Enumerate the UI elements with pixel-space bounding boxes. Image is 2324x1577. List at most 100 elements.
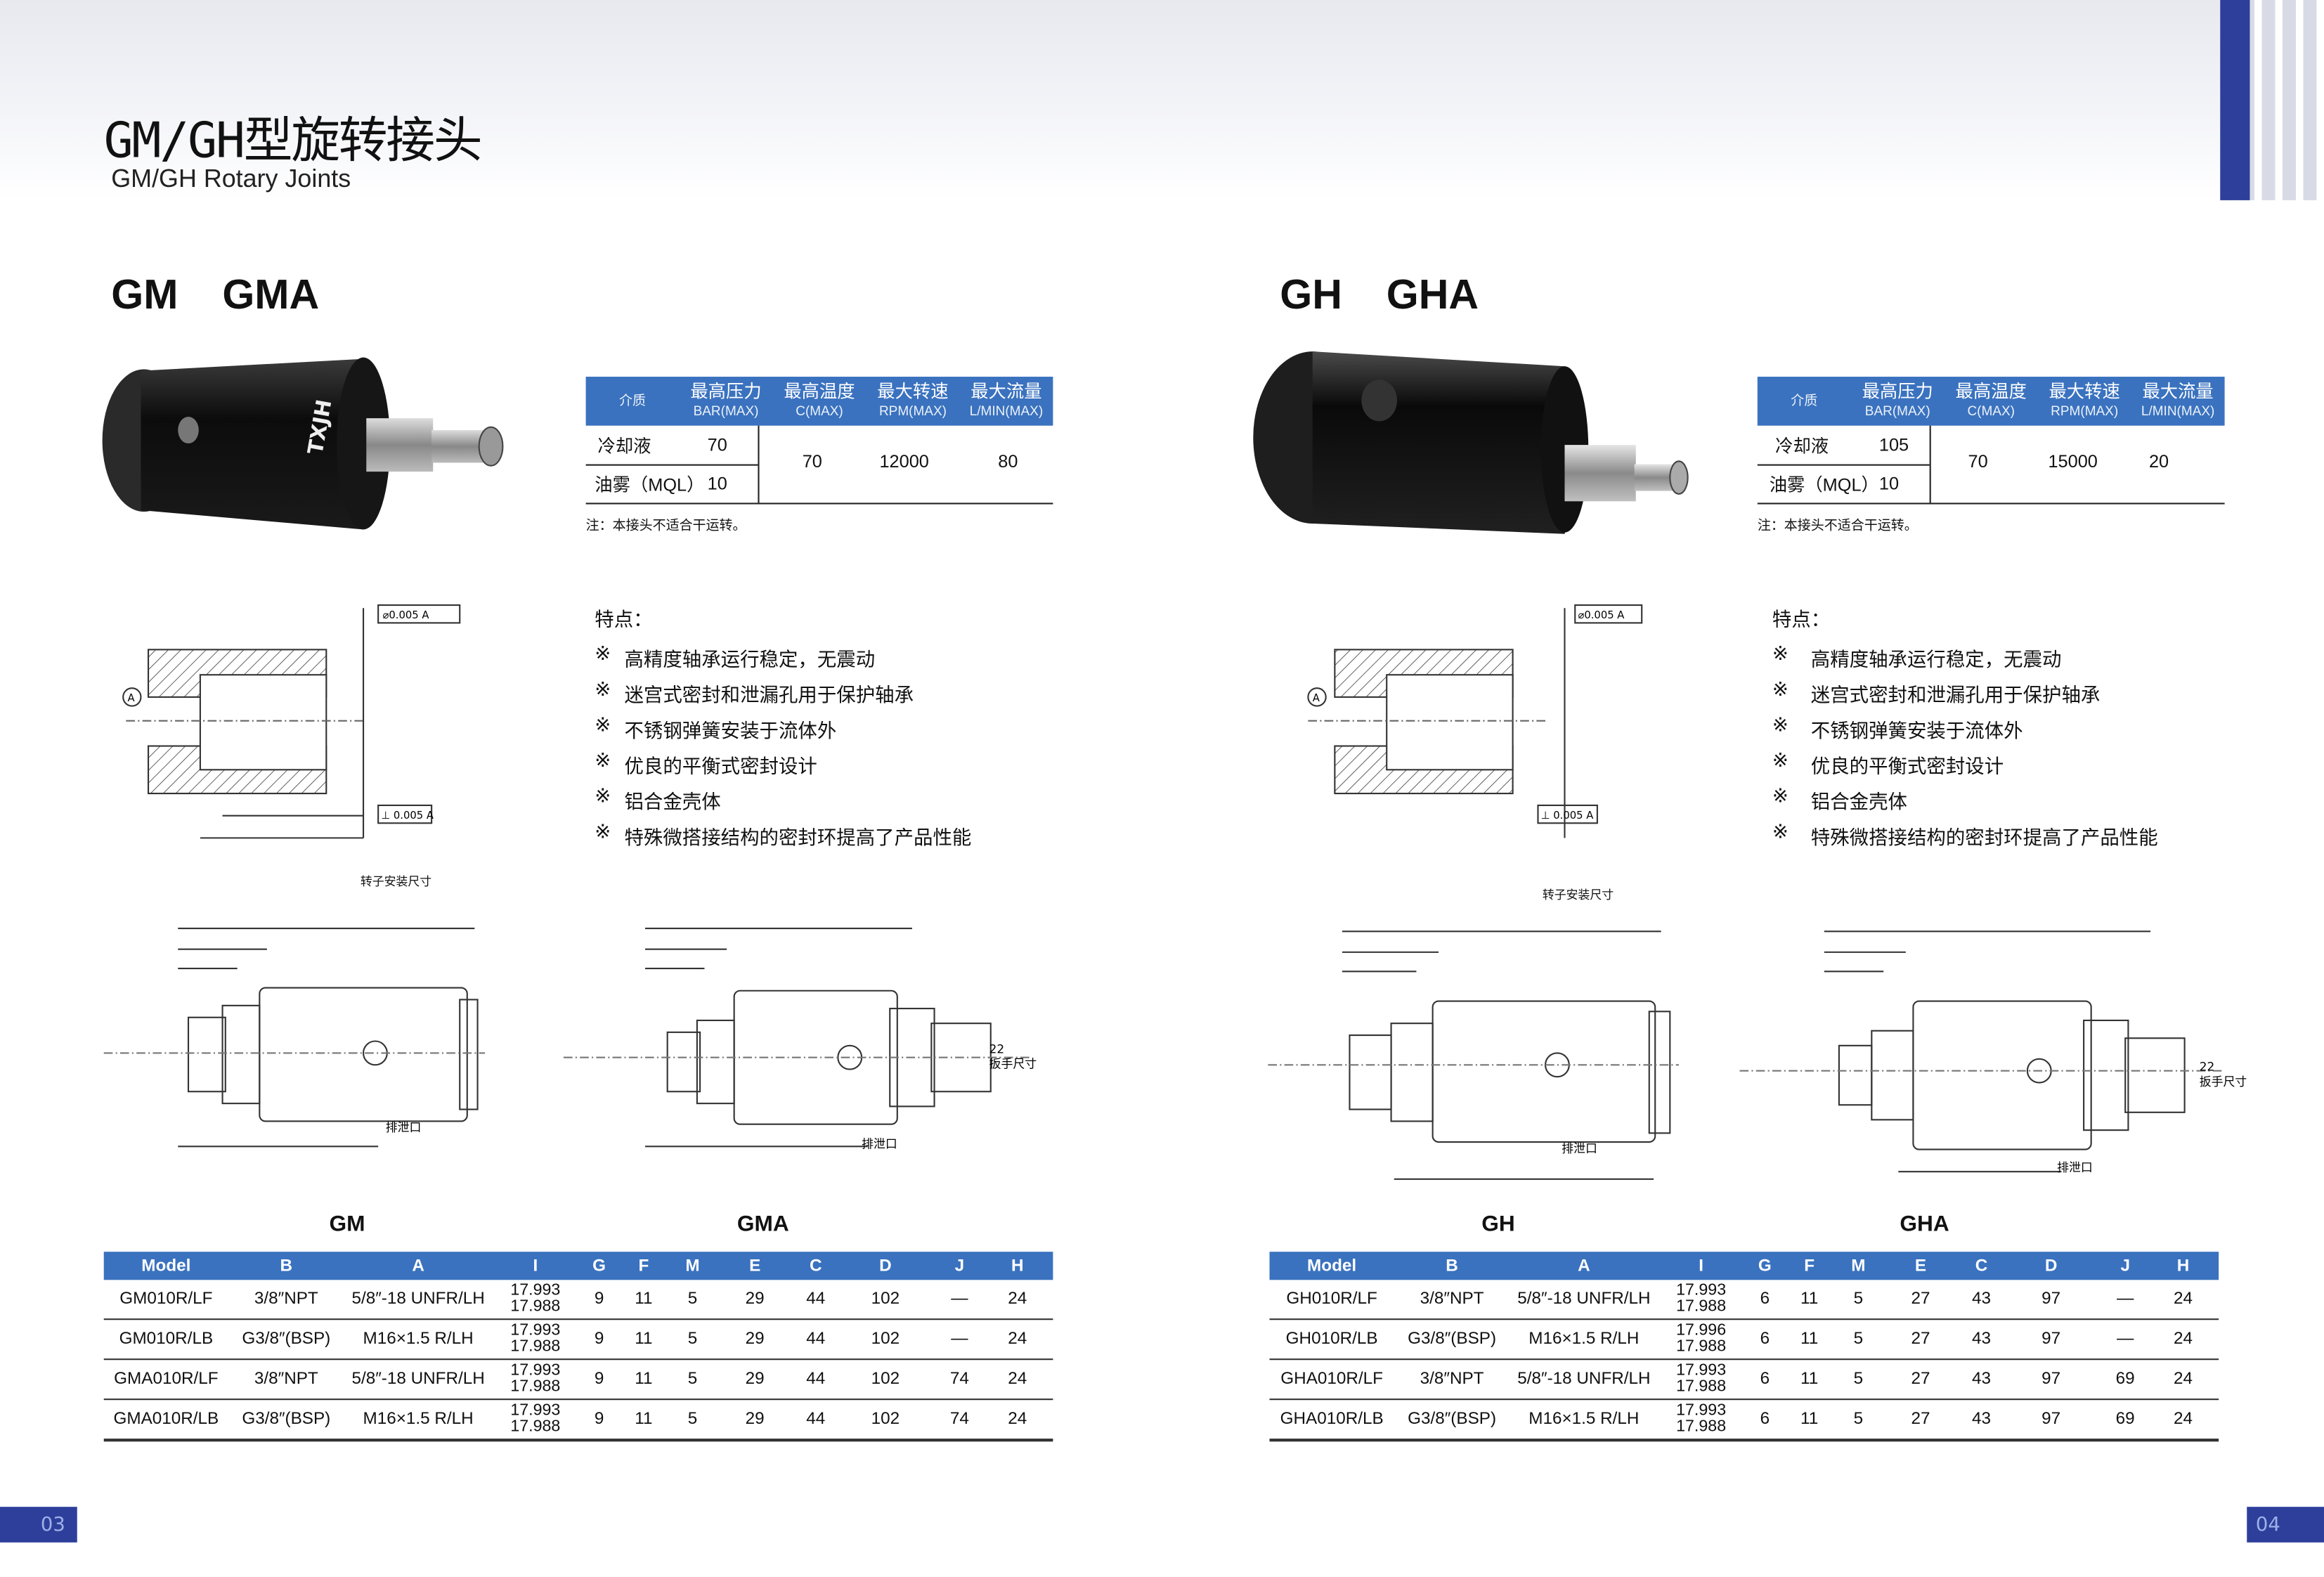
svg-text:⊥ 0.005 A: ⊥ 0.005 A (1541, 810, 1594, 822)
table-header-cell: F (638, 1257, 649, 1275)
table-cell: 6 (1760, 1290, 1770, 1309)
tolerance-lower: 17.988 (1676, 1337, 1727, 1356)
feature-item: ※高精度轴承运行稳定，无震动 (1772, 643, 2062, 673)
feature-item: ※高精度轴承运行稳定，无震动 (595, 643, 876, 673)
table-cell: 29 (745, 1370, 765, 1389)
table-cell: 27 (1911, 1290, 1930, 1309)
table-cell: M16×1.5 R/LH (1528, 1330, 1640, 1349)
table-cell: 97 (2041, 1370, 2061, 1389)
spec-divider (758, 425, 760, 503)
table-header-cell: A (412, 1257, 424, 1275)
feature-item: ※铝合金壳体 (1772, 786, 1908, 815)
table-cell: 5/8″-18 UNFR/LH (1517, 1290, 1651, 1309)
page-number-left: 03 (0, 1507, 77, 1543)
page-title: GM/GH型旋转接头 (103, 111, 483, 169)
table-cell: 5 (1853, 1330, 1864, 1349)
table-cell: 43 (1971, 1410, 1991, 1429)
table-cell: 3/8″NPT (1420, 1290, 1484, 1309)
tolerance-lower: 17.988 (510, 1417, 561, 1436)
gma-exhaust-label: 排泄口 (862, 1136, 897, 1150)
table-cell: 3/8″NPT (254, 1370, 318, 1389)
features-title: 特点： (595, 609, 653, 632)
table-cell: 24 (1008, 1290, 1027, 1309)
model-cell: GM010R/LB (119, 1330, 214, 1349)
table-cell: 102 (871, 1370, 900, 1389)
table-header-cell: A (1578, 1257, 1590, 1275)
table-cell: 5 (1853, 1290, 1864, 1309)
table-cell: 3/8″NPT (1420, 1370, 1484, 1389)
page-subtitle: GM/GH Rotary Joints (111, 164, 351, 193)
table-header-cell: H (1011, 1257, 1024, 1275)
gh-features: 特点： ※高精度轴承运行稳定，无震动 ※迷宫式密封和泄漏孔用于保护轴承 ※不锈钢… (1772, 604, 2158, 857)
table-cell: 43 (1971, 1330, 1991, 1349)
model-cell: GMA010R/LB (113, 1410, 219, 1429)
model-cell: GM010R/LF (119, 1290, 213, 1309)
gh-exhaust-label: 排泄口 (1562, 1141, 1597, 1155)
table-cell: M16×1.5 R/LH (363, 1330, 474, 1349)
gm-exhaust-label: 排泄口 (386, 1120, 422, 1134)
table-cell: 27 (1911, 1330, 1930, 1349)
gma-wrench-size: 22 (989, 1041, 1004, 1056)
table-cell: 11 (1800, 1290, 1819, 1309)
gh-dimension-drawing: 排泄口 (1268, 930, 1679, 1180)
table-header-cell: J (2120, 1257, 2130, 1275)
feature-item: ※特殊微搭接结构的密封环提高了产品性能 (595, 822, 972, 850)
table-cell: 97 (2041, 1330, 2061, 1349)
section-title-gm: GM GMA (111, 271, 320, 318)
spec-col-medium: 介质 (619, 393, 647, 408)
table-cell: 6 (1760, 1330, 1770, 1349)
table-cell: 24 (2173, 1370, 2193, 1389)
feature-item: ※迷宫式密封和泄漏孔用于保护轴承 (595, 679, 914, 708)
page-number-right: 04 (2247, 1507, 2324, 1543)
tolerance-lower: 17.988 (510, 1297, 561, 1316)
table-cell: 5 (1853, 1410, 1864, 1429)
tolerance-upper: 17.993 (510, 1281, 561, 1299)
table-header-cell: C (1975, 1257, 1988, 1275)
table-cell: 24 (2173, 1290, 2193, 1309)
table-cell: 44 (806, 1290, 826, 1309)
table-header-cell: F (1804, 1257, 1815, 1275)
gm-spec-body: 冷却液 70 油雾（MQL） 10 70 12000 80 (585, 425, 1053, 505)
gm-features: 特点： ※高精度轴承运行稳定，无震动 ※迷宫式密封和泄漏孔用于保护轴承 ※不锈钢… (595, 604, 971, 857)
table-cell: 44 (806, 1370, 826, 1389)
gha-wrench-size: 22 (2200, 1060, 2214, 1074)
spec-col-medium: 介质 (1791, 393, 1818, 408)
tolerance-upper: 17.993 (510, 1401, 561, 1420)
gma-table-label: GMA (736, 1212, 789, 1238)
table-cell: 9 (594, 1290, 604, 1309)
table-cell: 44 (806, 1330, 826, 1349)
spec-flow: 80 (998, 450, 1018, 472)
feature-item: ※优良的平衡式密封设计 (1772, 750, 2004, 779)
table-header-cell: E (749, 1257, 761, 1275)
gh-spec-note: 注：本接头不适合干运转。 (1757, 519, 1918, 534)
model-cell: GMA010R/LF (114, 1370, 219, 1389)
spec-temp: 70 (802, 450, 822, 472)
spec-row-mql: 油雾（MQL） 10 (1769, 473, 1900, 495)
table-header-cell: M (1851, 1257, 1866, 1275)
table-cell: — (951, 1330, 968, 1349)
model-cell: GH010R/LF (1286, 1290, 1377, 1309)
gha-dimension-drawing: 排泄口 22 扳手尺寸 (1739, 930, 2247, 1174)
table-cell: 24 (2173, 1330, 2193, 1349)
table-cell: — (2117, 1290, 2134, 1309)
gh-rotor-caption: 转子安装尺寸 (1542, 888, 1614, 902)
spec-divider (1929, 425, 1931, 503)
spec-row-coolant: 冷却液 105 (1757, 426, 1930, 466)
table-cell: 102 (871, 1290, 900, 1309)
table-cell: 24 (1008, 1370, 1027, 1389)
